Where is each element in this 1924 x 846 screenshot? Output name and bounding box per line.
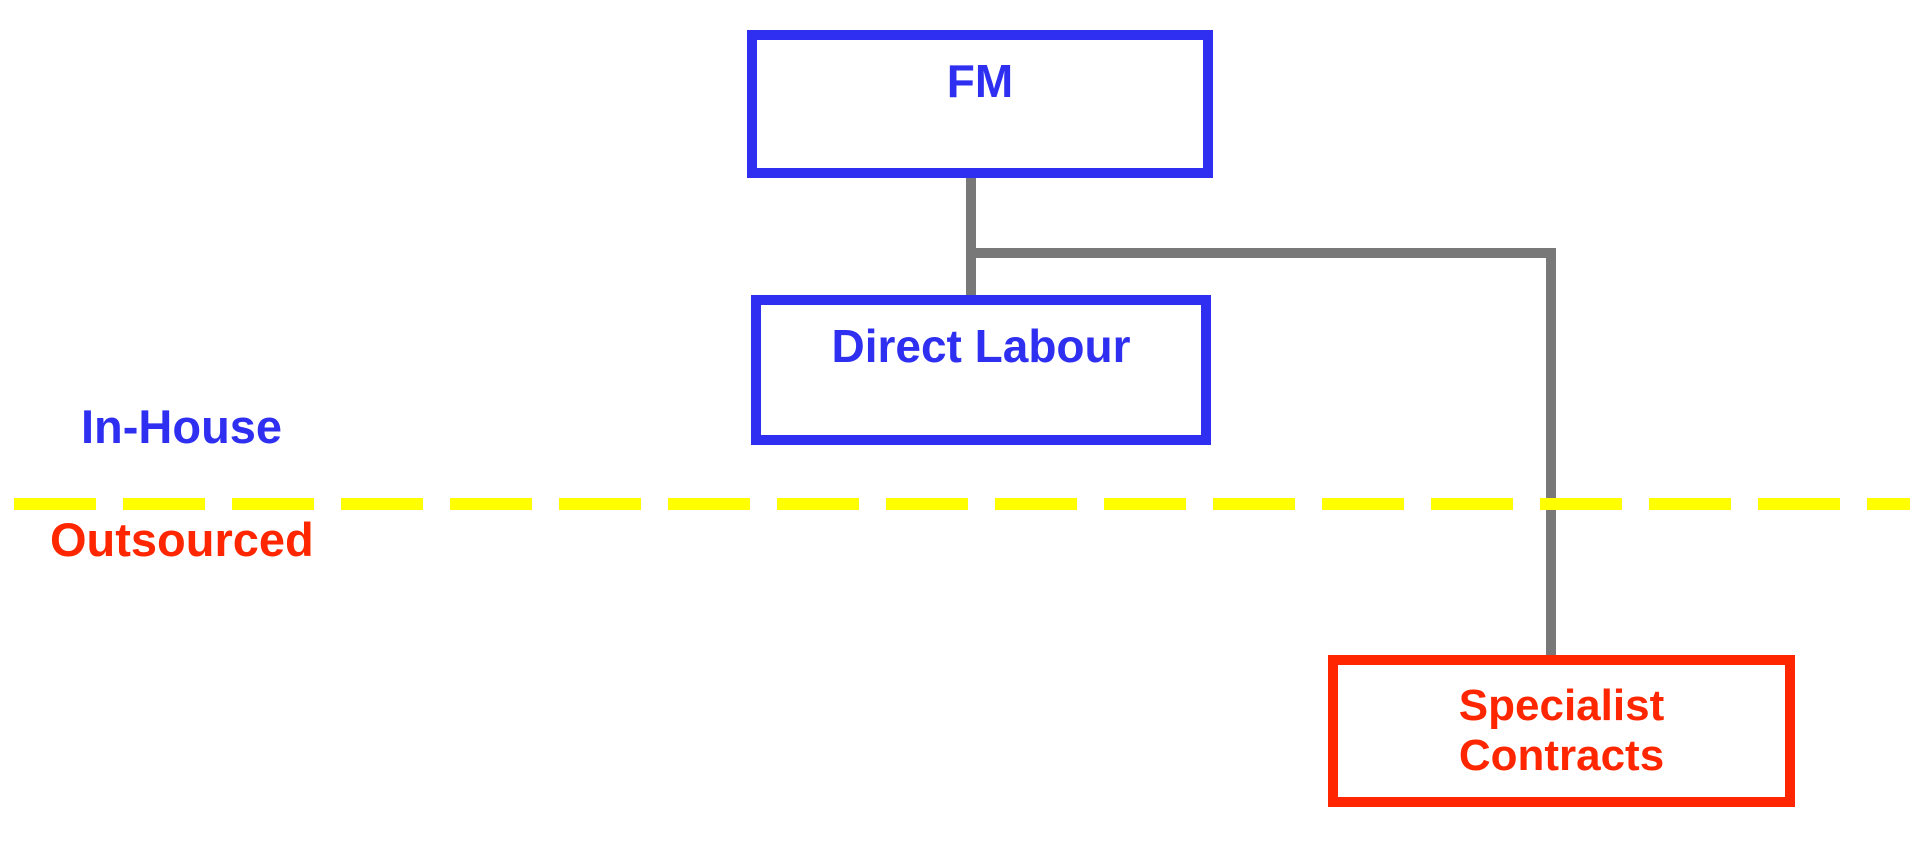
node-specialist-contracts: Specialist Contracts [1328, 655, 1795, 807]
in-house-outsourced-divider-dashed-line [14, 498, 1910, 510]
node-fm: FM [747, 30, 1213, 178]
node-direct-labour: Direct Labour [751, 295, 1211, 445]
zone-label-outsourced: Outsourced [50, 513, 314, 566]
connector-to-specialist-contracts [1546, 248, 1556, 655]
connector-fm-to-direct-labour [966, 178, 976, 296]
connector-branch-horizontal [966, 248, 1556, 258]
zone-label-in-house: In-House [81, 400, 283, 453]
